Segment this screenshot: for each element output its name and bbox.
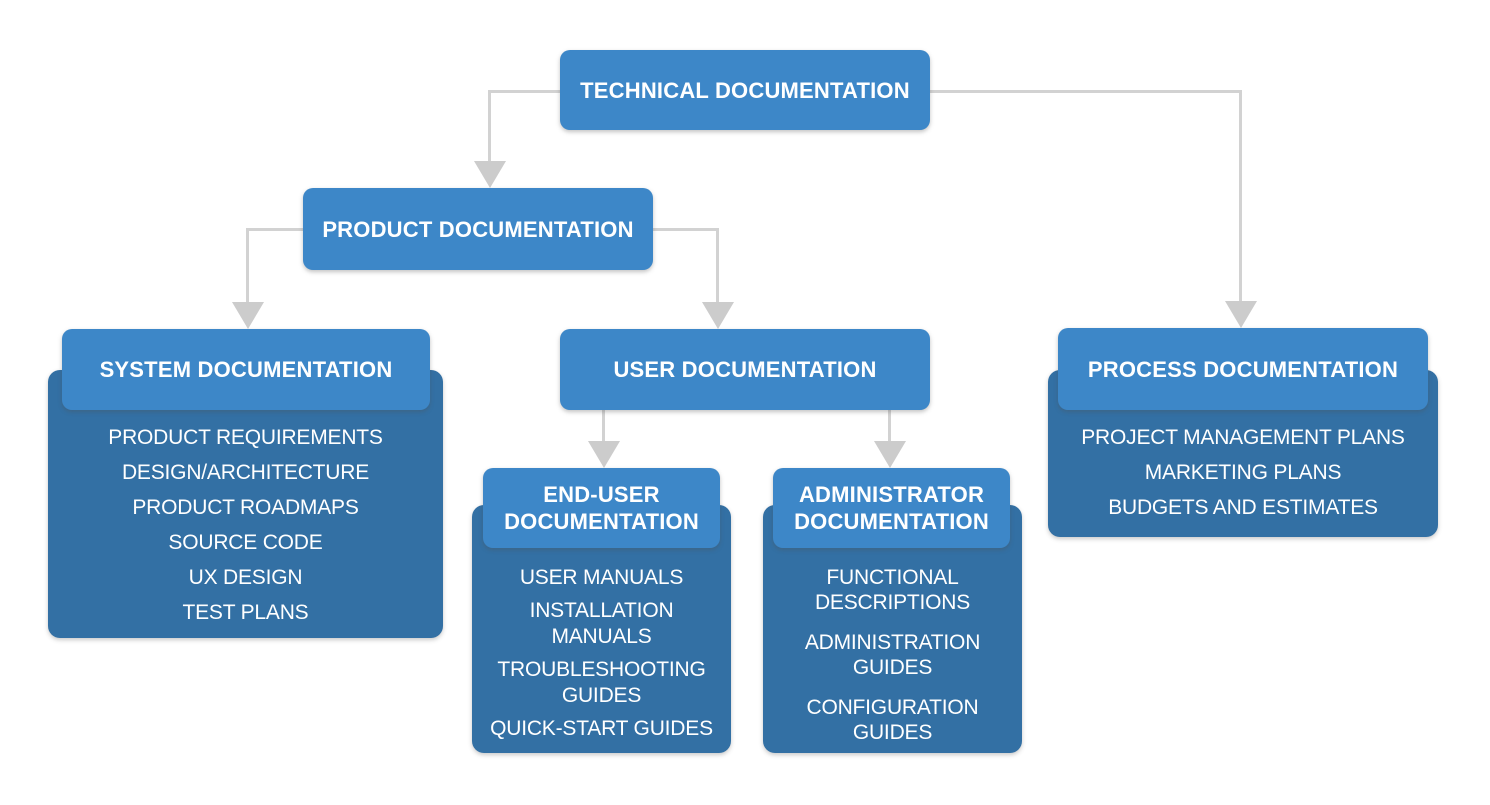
node-system-documentation: SYSTEM DOCUMENTATION [62,329,430,410]
list-item: TEST PLANS [182,601,309,624]
list-item: PROJECT MANAGEMENT PLANS [1081,426,1405,449]
list-item: INSTALLATION MANUALS [529,599,674,648]
list-item: QUICK-START GUIDES [490,717,713,740]
connector-line [888,410,891,442]
connector-line [246,228,303,231]
arrow-down-icon [588,441,620,468]
node-process-documentation: PROCESS DOCUMENTATION [1058,328,1428,410]
connector-line [602,410,605,442]
arrow-down-icon [1225,301,1257,328]
list-item: PRODUCT ROADMAPS [132,496,359,519]
list-item: USER MANUALS [519,566,684,589]
arrow-down-icon [874,441,906,468]
list-item: MARKETING PLANS [1144,461,1342,484]
list-item: FUNCTIONAL DESCRIPTIONS [814,566,971,614]
arrow-down-icon [474,161,506,188]
list-item: CONFIGURATION GUIDES [806,696,979,744]
list-item: DESIGN/ARCHITECTURE [121,461,370,484]
list-item: SOURCE CODE [168,531,323,554]
node-technical-documentation: TECHNICAL DOCUMENTATION [560,50,930,130]
list-item: BUDGETS AND ESTIMATES [1108,496,1378,519]
connector-line [930,90,1242,93]
arrow-down-icon [702,302,734,329]
connector-line [246,228,249,302]
node-product-documentation: PRODUCT DOCUMENTATION [303,188,653,270]
arrow-down-icon [232,302,264,329]
node-end-user-documentation: END-USER DOCUMENTATION [483,468,720,548]
connector-line [488,90,560,93]
list-item: TROUBLESHOOTING GUIDES [497,658,706,707]
node-system-documentation-body: PRODUCT REQUIREMENTS DESIGN/ARCHITECTURE… [48,370,443,638]
connector-line [716,228,719,302]
connector-line [488,90,491,162]
node-administrator-documentation: ADMINISTRATOR DOCUMENTATION [773,468,1010,548]
connector-line [653,228,719,231]
connector-line [1239,90,1242,302]
list-item: PRODUCT REQUIREMENTS [108,426,383,449]
list-item: UX DESIGN [188,566,303,589]
node-user-documentation: USER DOCUMENTATION [560,329,930,410]
list-item: ADMINISTRATION GUIDES [804,631,981,679]
